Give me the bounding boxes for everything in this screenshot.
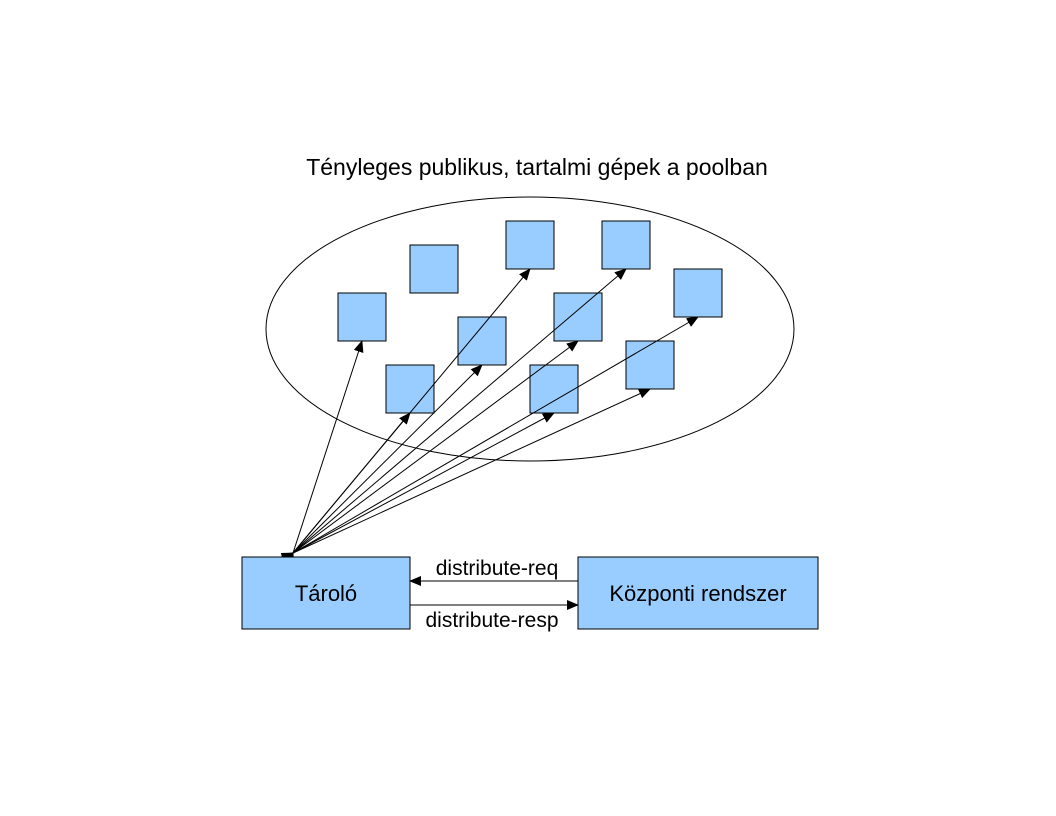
pool-machine (409, 244, 459, 294)
pool-machine (337, 292, 387, 342)
storage-box (241, 556, 411, 630)
pool-machine (505, 220, 555, 270)
pool-machine (385, 364, 435, 414)
pool-machine (625, 340, 675, 390)
pool-machine (457, 316, 507, 366)
pool-machine (601, 220, 651, 270)
pool-machines (337, 220, 723, 414)
response-label: distribute-resp (425, 609, 558, 632)
storage-to-machine-connectors (280, 268, 699, 566)
storage-label: Tároló (295, 581, 357, 606)
connector-arrow (282, 268, 531, 565)
pool-machine (673, 268, 723, 318)
connector-arrow (280, 388, 651, 563)
pool-title: Tényleges publikus, tartalmi gépek a poo… (306, 154, 768, 180)
connector-arrow (281, 340, 579, 564)
central-system-box (577, 556, 819, 630)
central-system-label: Központi rendszer (609, 581, 786, 606)
pool-machine (553, 292, 603, 342)
request-label: distribute-req (436, 557, 559, 580)
pool-machine (529, 364, 579, 414)
connector-arrow (280, 316, 699, 563)
